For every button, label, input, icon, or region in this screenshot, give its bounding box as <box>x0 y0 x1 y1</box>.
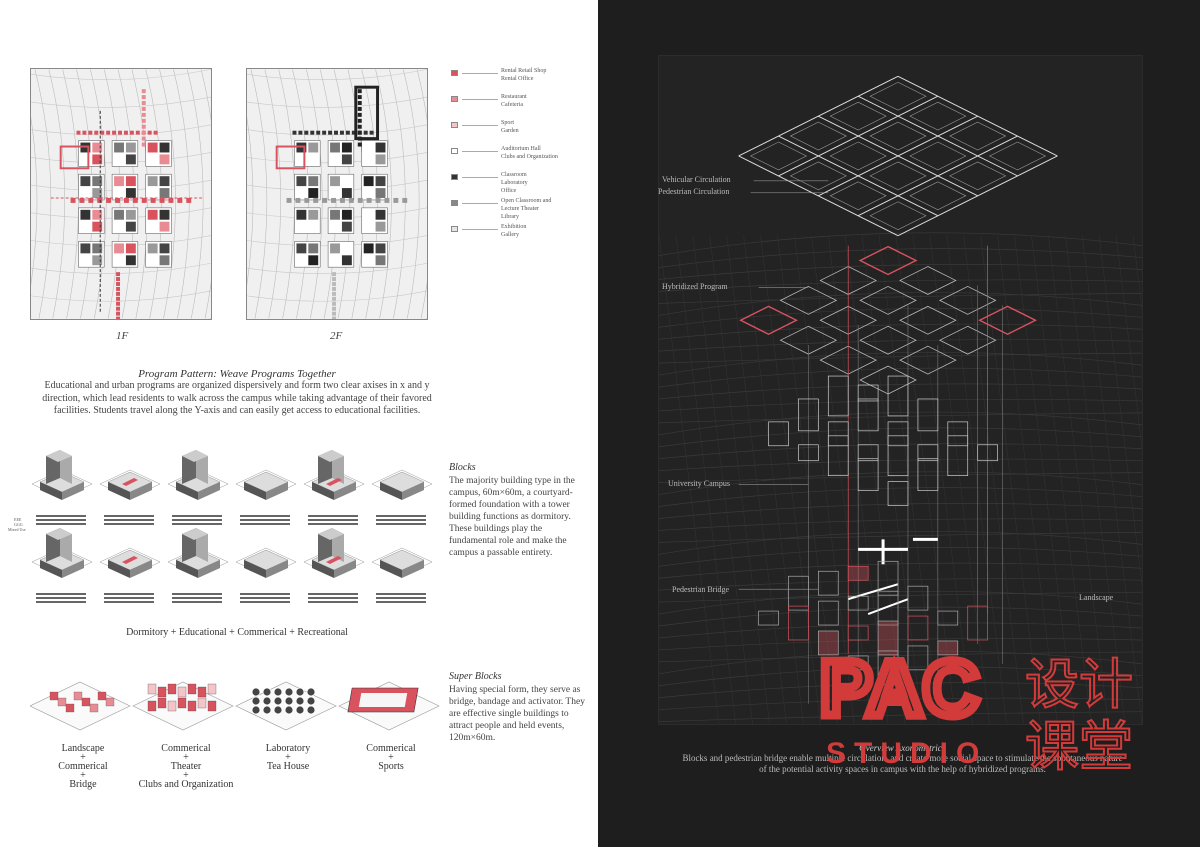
plan-1f <box>30 68 212 320</box>
axonometric-title: Overview Axonometric <box>859 743 942 753</box>
blocks-title: Blocks <box>449 462 476 473</box>
legend-leader-line <box>462 73 498 74</box>
super-block-label-1: Landscape+Commerical+Bridge <box>58 743 108 790</box>
label-hybridized-program: Hybridized Program <box>662 282 728 291</box>
axonometric-body: Blocks and pedestrian bridge enable mult… <box>682 753 1123 774</box>
plan-1f-label: 1F <box>116 330 129 342</box>
legend-leader-line <box>462 177 498 178</box>
tick-label-ggg: GGG <box>14 522 23 527</box>
super-blocks-body: Having special form, they serve as bridg… <box>449 685 585 743</box>
watermark-cn-2: 课堂 <box>1025 715 1133 775</box>
legend-swatch <box>451 96 458 102</box>
legend-swatch <box>451 174 458 180</box>
legend-leader-line <box>462 125 498 126</box>
legend-leader-line <box>462 229 498 230</box>
legend-swatch <box>451 200 458 206</box>
overview-axonometric <box>658 55 1143 725</box>
super-blocks-diagrams <box>29 666 444 742</box>
watermark-pac-text: PAC <box>820 645 979 732</box>
tick-label-eee: EEE <box>14 517 22 522</box>
blocks-diagrams <box>30 450 444 620</box>
blocks-body: The majority building type in the campus… <box>449 476 575 558</box>
legend-swatch <box>451 122 458 128</box>
tick-label-mixed-use: Mixed Use <box>8 527 26 532</box>
legend-swatch <box>451 148 458 154</box>
legend-leader-line <box>462 151 498 152</box>
label-landscape: Landscape <box>1079 593 1114 602</box>
legend-leader-line <box>462 99 498 100</box>
plan-2f <box>246 68 428 320</box>
watermark-studio-text: STUDIO <box>826 737 987 770</box>
label-pedestrian-bridge: Pedestrian Bridge <box>672 585 730 594</box>
legend-swatch <box>451 70 458 76</box>
super-block-label-2: Commerical+Theater+Clubs and Organizatio… <box>138 743 234 790</box>
plan-2f-label: 2F <box>330 330 343 342</box>
super-block-label-4: Commerical+Sports <box>366 743 416 772</box>
super-blocks-title: Super Blocks <box>449 671 502 682</box>
blocks-caption: Dormitory + Educational + Commerical + R… <box>126 627 348 638</box>
label-vehicular-circulation: Vehicular Circulation <box>662 175 731 184</box>
studio-watermark-logo: PAC STUDIO 设计 课堂 <box>816 640 1150 780</box>
watermark-cn-1: 设计 <box>1025 653 1133 716</box>
program-pattern-title: Program Pattern: Weave Programs Together <box>138 368 336 380</box>
super-block-label-3: Laboratory+Tea House <box>265 743 311 772</box>
label-university-campus: University Campus <box>668 479 730 488</box>
legend-leader-line <box>462 203 498 204</box>
program-pattern-body: Educational and urban programs are organ… <box>42 380 432 416</box>
label-pedestrian-circulation: Pedestrian Circulation <box>658 187 730 196</box>
legend-swatch <box>451 226 458 232</box>
